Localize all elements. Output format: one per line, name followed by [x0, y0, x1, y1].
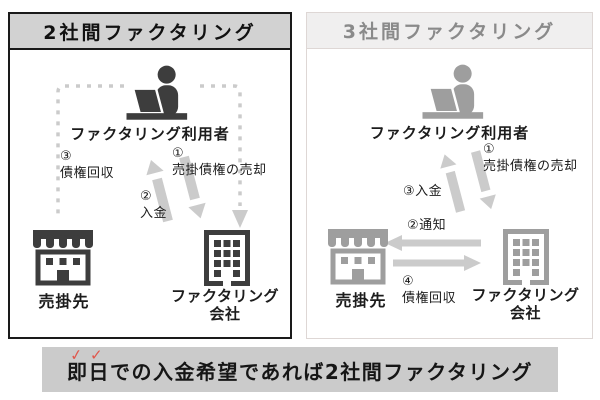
factoring-user-label: ファクタリング利用者	[369, 124, 530, 142]
step4-collection-label: ④ 債権回収	[402, 274, 457, 306]
step1-sale-label: ① 売掛債権の売却	[483, 142, 578, 174]
sell-and-payment-arrows-icon	[440, 150, 496, 213]
conclusion-text: 即日での入金希望であれば2社間ファクタリング	[67, 360, 533, 384]
building-icon	[204, 230, 250, 286]
sell-and-payment-arrows-icon	[146, 155, 206, 223]
factoring-user-label: ファクタリング利用者	[70, 125, 230, 143]
seller-label: 売掛先	[38, 292, 90, 311]
panel-three-party-factoring: 3社間ファクタリング ファクタリング利用者 ① 売掛債権の売却 ③入金 ②通知	[306, 12, 593, 339]
checkmark-icon: ✓	[68, 345, 84, 365]
two-party-panel-title: 2社間ファクタリング	[10, 14, 290, 50]
step3-collection-label: ③ 債権回収	[60, 149, 115, 181]
building-icon	[503, 229, 549, 285]
step1-sale-label: ① 売掛債権の売却	[172, 146, 267, 178]
checkmark-icon: ✓	[90, 346, 103, 364]
storefront-icon	[33, 230, 93, 286]
step2-payment-label: ② 入金	[140, 189, 168, 221]
step2-notice-label: ②通知	[407, 218, 447, 233]
conclusion-banner: ✓ ✓ 即日での入金希望であれば2社間ファクタリング	[42, 345, 558, 392]
factoring-company-label: ファクタリング 会社	[471, 286, 580, 322]
person-at-laptop-icon	[422, 64, 484, 119]
collection-arrow-icon	[393, 255, 481, 271]
dotted-flow-path	[56, 84, 248, 228]
three-party-panel-title: 3社間ファクタリング	[307, 13, 592, 49]
notice-arrow-icon	[385, 235, 481, 251]
step3-payment-label: ③入金	[403, 184, 443, 199]
seller-label: 売掛先	[335, 291, 387, 310]
panel-two-party-factoring: 2社間ファクタリング ファクタリング利用者 ③ 債権回収	[8, 12, 292, 339]
person-at-laptop-icon	[126, 65, 188, 120]
factoring-company-label: ファクタリング 会社	[171, 287, 279, 323]
storefront-icon	[328, 229, 388, 285]
